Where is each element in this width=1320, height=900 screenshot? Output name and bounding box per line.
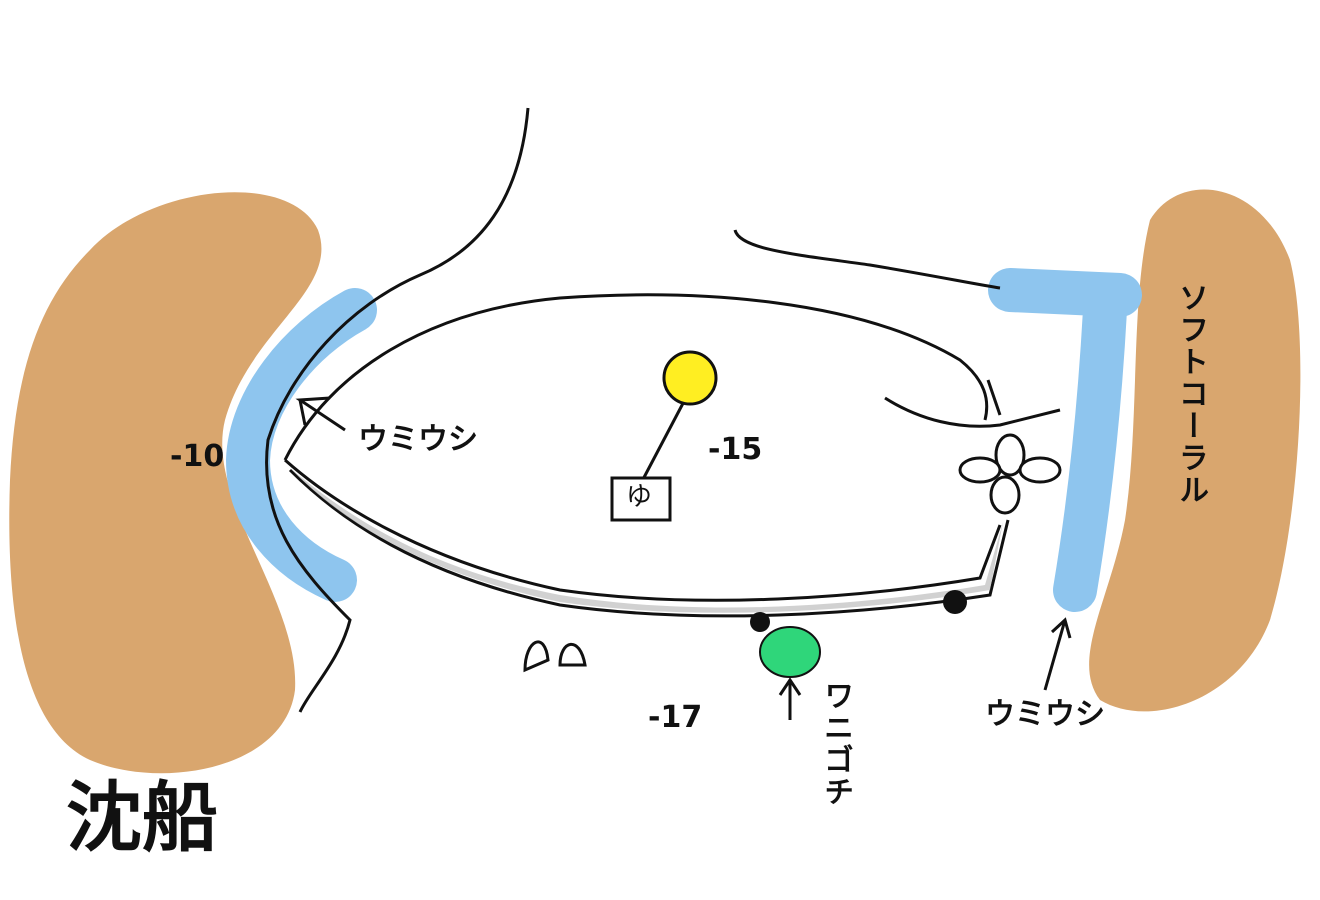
- wreck-hull: [283, 293, 989, 461]
- rock-right: [1089, 189, 1301, 712]
- label-nudibranch-right: ウミウシ: [985, 697, 1105, 732]
- buoy-mark-text: ゆ: [626, 482, 653, 512]
- buoy-icon: [662, 350, 718, 406]
- shell-icon: [523, 640, 587, 673]
- buoy-sign: [610, 476, 672, 522]
- hull-shade: [290, 468, 1003, 613]
- nudibranch-zone-left: [225, 288, 377, 602]
- nudibranch-zone-right: [988, 268, 1142, 612]
- map-title: 沈船: [66, 773, 218, 862]
- crocodile-fish-icon: [759, 626, 821, 678]
- depth-left: -10: [170, 439, 225, 474]
- terrain-lines: [265, 107, 1061, 713]
- marker-dot: [943, 590, 967, 614]
- depth-center: -15: [708, 432, 763, 467]
- label-soft-coral: ソフトコーラル: [1173, 282, 1208, 506]
- marker-dot: [750, 612, 770, 632]
- rock-left: [9, 192, 322, 774]
- depth-bottom: -17: [648, 700, 703, 735]
- label-crocodile-fish: ワニゴチ: [818, 680, 853, 808]
- propeller-icon: [958, 433, 1062, 515]
- label-nudibranch-left: ウミウシ: [358, 422, 478, 457]
- arrow-icons: [295, 396, 1072, 720]
